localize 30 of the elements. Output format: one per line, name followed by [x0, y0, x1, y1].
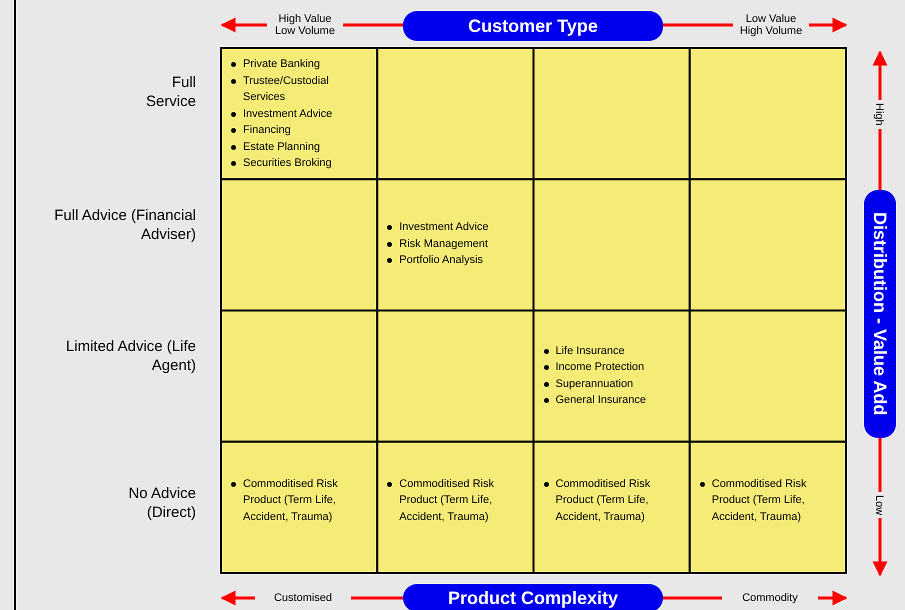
bullet-item: Trustee/Custodial Services: [243, 74, 329, 103]
axis-title: Product Complexity: [403, 584, 663, 610]
bullet-item: Commoditised Risk Product (Term Life, Accident, Trauma): [712, 478, 806, 523]
axis-end-label: Low: [873, 492, 885, 518]
bullet-item: Portfolio Analysis: [399, 254, 484, 266]
axis-end-label: High: [873, 100, 885, 129]
axis-end-label: Commodity: [722, 592, 818, 604]
bullet-item: Private Banking: [243, 58, 320, 70]
bullet-item: Commoditised Risk Product (Term Life, Accident, Trauma): [243, 478, 338, 523]
axis-end-label: Low Value High Volume: [733, 13, 809, 37]
row-header: Full Advice (Financial Adviser): [53, 206, 196, 244]
bullet-item: Income Protection: [556, 361, 644, 373]
row-header: Limited Advice (Life Agent): [64, 337, 196, 376]
bullet-item: General Insurance: [556, 394, 646, 406]
axis-title: Distribution - Value Add: [864, 190, 896, 438]
axis-title: Customer Type: [403, 11, 663, 41]
bullet-item: Superannuation: [556, 378, 634, 390]
bullet-item: Commoditised Risk Product (Term Life, Accident, Trauma): [556, 478, 650, 523]
bullet-item: Investment Advice: [399, 221, 489, 234]
axis-end-label: High Value Low Volume: [267, 13, 343, 37]
bullet-item: Financing: [243, 124, 291, 136]
row-header: Full Service: [144, 72, 196, 111]
row-header: No Advice (Direct): [127, 484, 196, 522]
bullet-item: Risk Management: [399, 238, 488, 250]
bullet-item: Estate Planning: [243, 140, 320, 152]
bullet-item: Investment Advice: [243, 108, 332, 120]
bullet-item: Commoditised Risk Product (Term Life, Accident, Trauma): [399, 478, 494, 523]
bullet-item: Securities Broking: [243, 157, 332, 169]
axis-end-label: Customised: [255, 592, 351, 604]
bullet-item: Life Insurance: [556, 344, 625, 356]
